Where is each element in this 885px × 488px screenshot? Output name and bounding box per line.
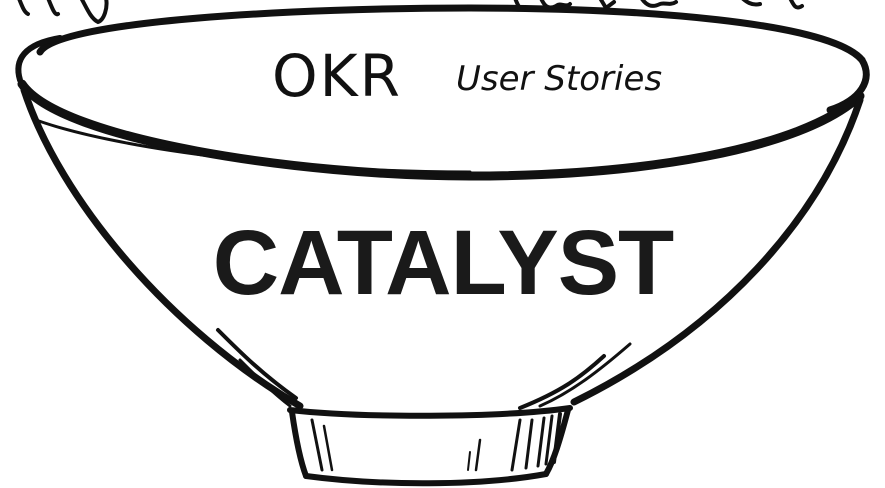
okr-label: OKR [272,42,402,110]
user-stories-label: User Stories [456,59,662,99]
bowl-foot [290,408,570,483]
bowl-rim [18,8,866,176]
catalyst-label: CATALYST [213,212,674,314]
